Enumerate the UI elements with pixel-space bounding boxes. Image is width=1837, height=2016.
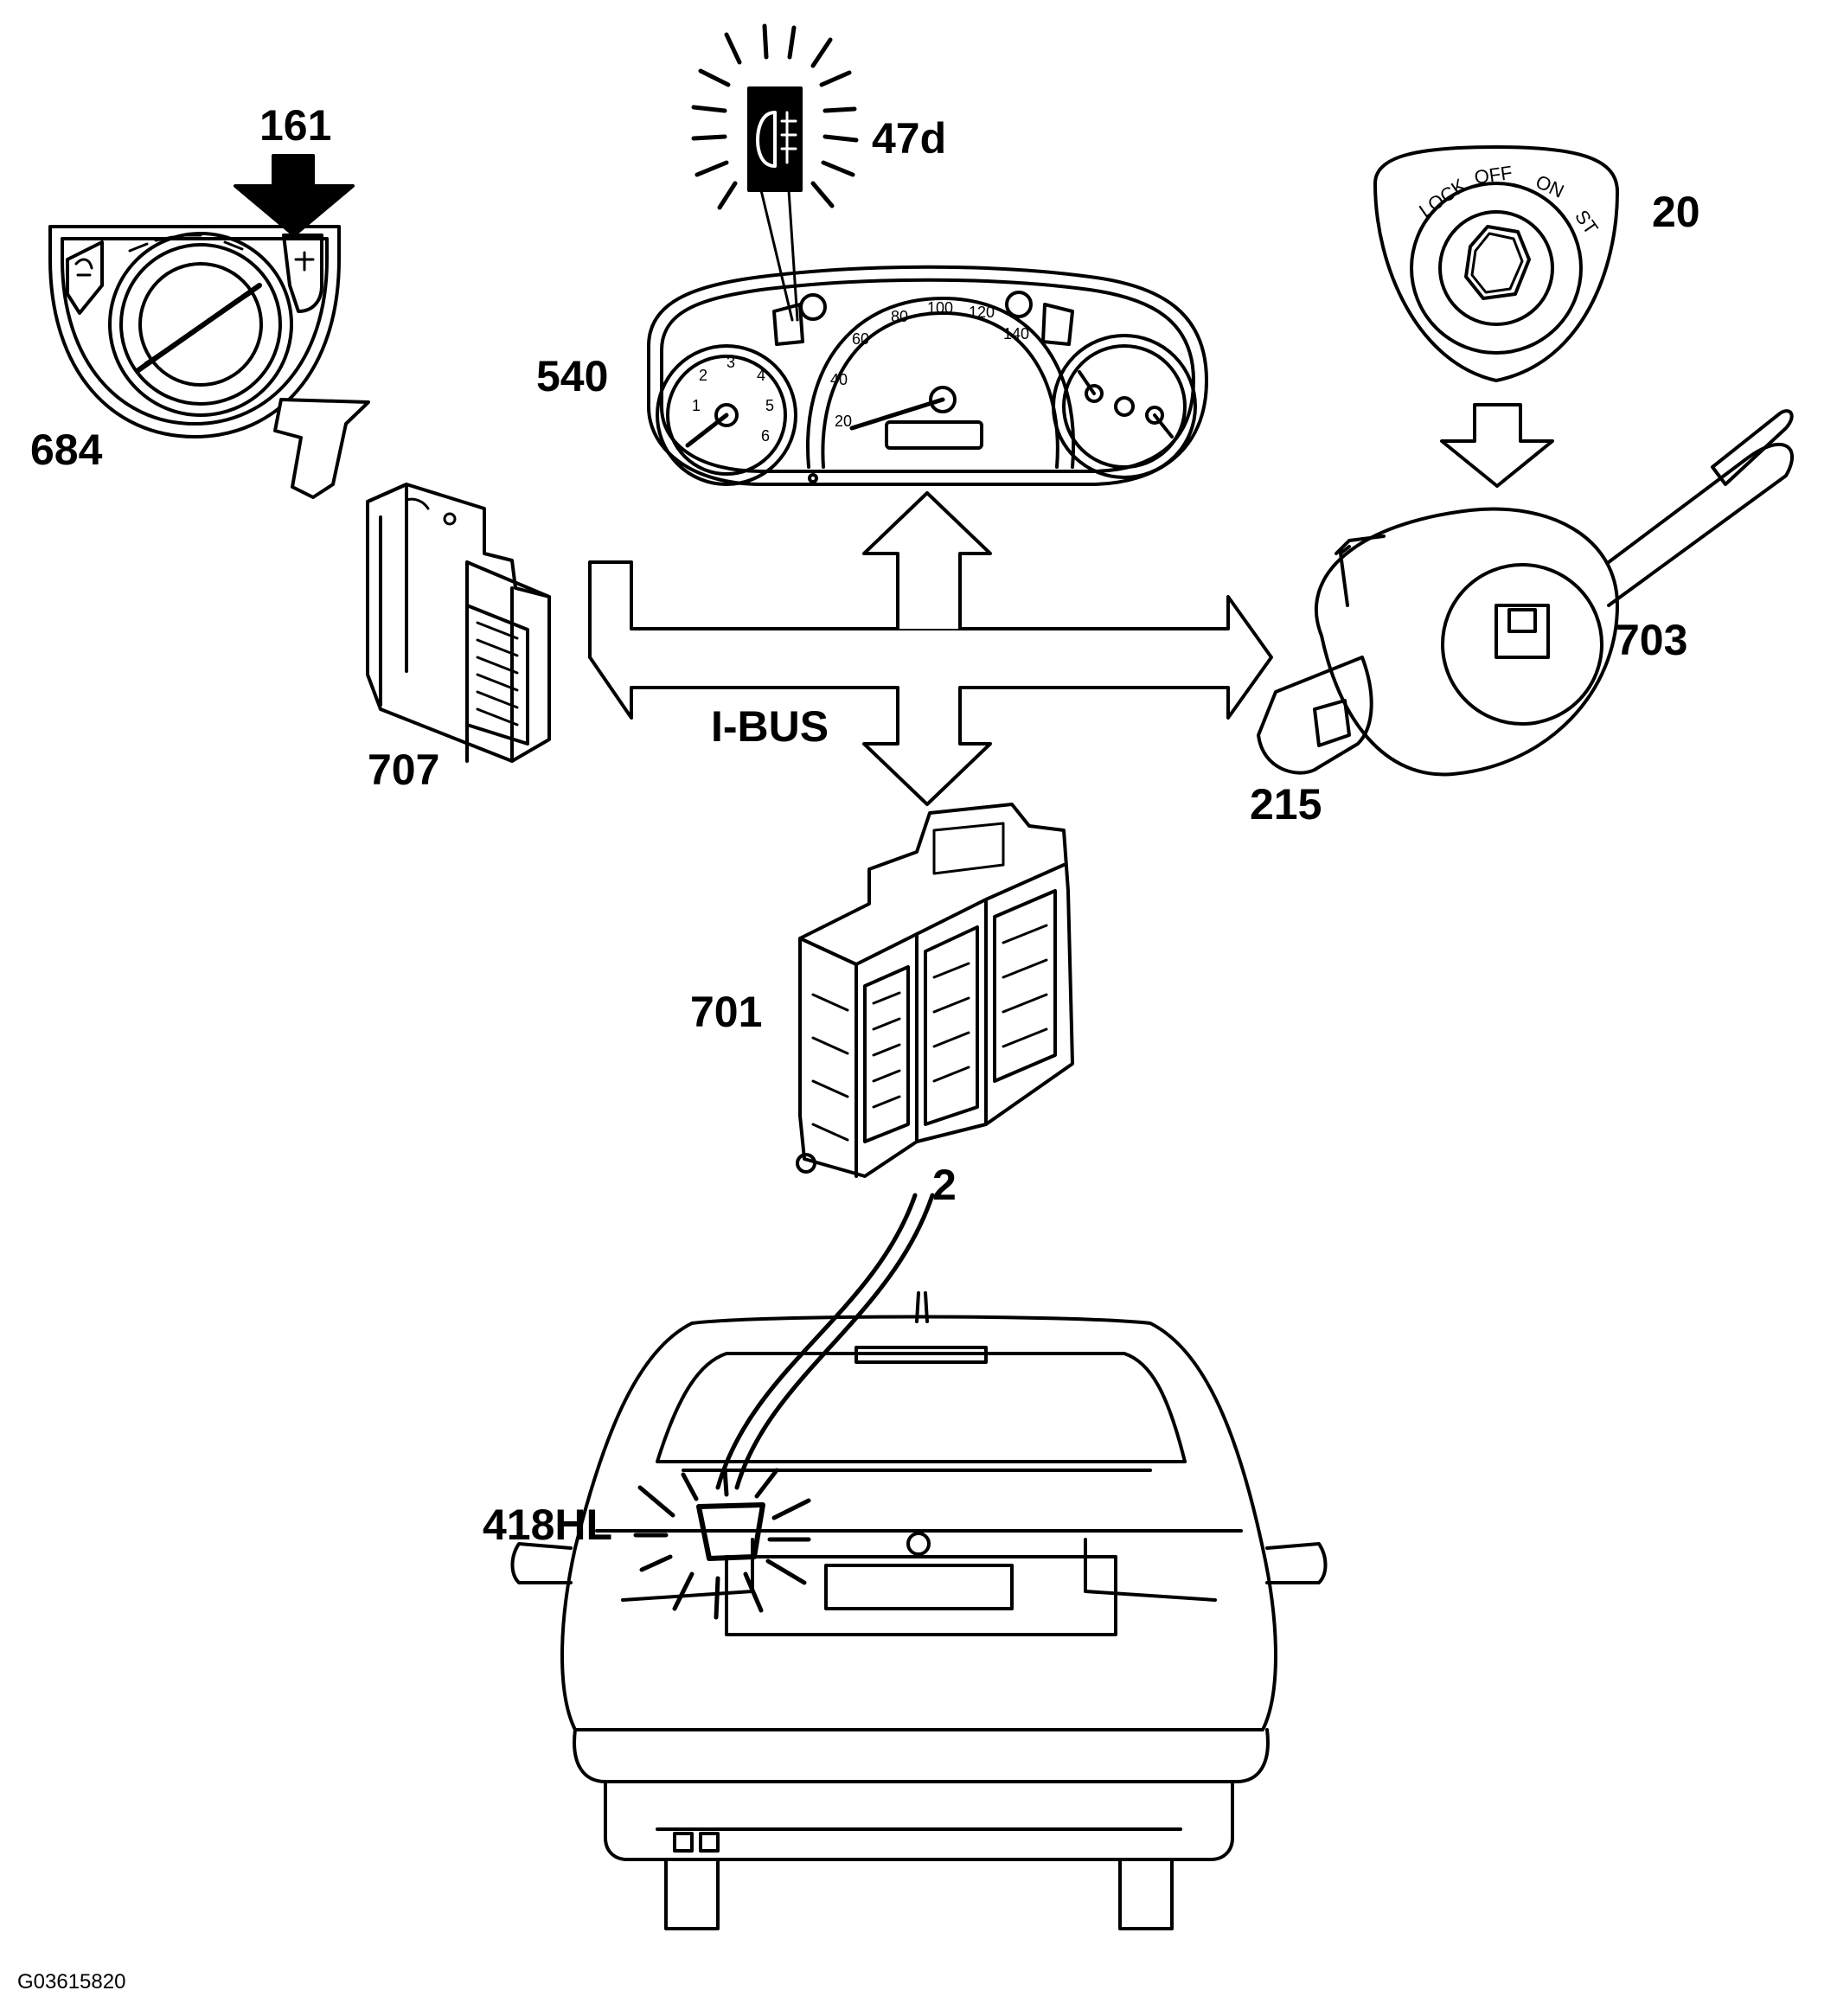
speedo-tick: 80 [891,308,908,325]
tacho-tick: 3 [726,354,735,371]
tacho-tick: 4 [757,367,765,384]
fuse-box-701 [796,803,1074,1178]
label-i-bus: I-BUS [711,702,829,751]
lamp-418hl [633,1466,811,1620]
tacho-tick: 6 [761,427,770,445]
steering-switch-703 [1257,409,1794,777]
speedo-tick: 140 [1003,325,1029,342]
label-703: 703 [1616,616,1688,664]
car-rear [510,1291,1328,1930]
cluster-scale-text: 20 40 60 80 100 120 140 1 2 3 4 5 6 [692,299,1029,445]
label-161: 161 [259,101,332,150]
i-bus-arrows [588,560,1273,806]
speedo-tick: 120 [969,304,995,321]
wire-2 [715,1193,918,1490]
label-684: 684 [30,426,103,474]
label-701: 701 [690,988,763,1036]
ignition-switch-20 [1373,145,1619,382]
module-707 [366,483,551,763]
ignition-pos-off: OFF [1473,162,1514,189]
instrument-cluster-540 [647,265,1208,486]
warning-lamp-47d [691,23,859,322]
speedo-tick: 20 [835,413,852,430]
tacho-tick: 1 [692,397,701,414]
label-215: 215 [1250,780,1322,829]
speedo-tick: 60 [852,330,869,348]
ignition-position-text: LOCK OFF ON ST [1415,162,1603,239]
speedo-tick: 40 [830,371,848,388]
label-20: 20 [1652,188,1700,236]
arrow-20-to-703 [1440,403,1554,488]
tacho-tick: 5 [765,397,774,414]
label-418hl: 418HL [483,1501,613,1549]
tacho-tick: 2 [699,367,707,384]
label-707: 707 [368,746,440,794]
ignition-pos-on: ON [1533,170,1567,202]
label-wire-2: 2 [932,1161,957,1209]
arrow-684-to-707 [273,398,370,499]
ignition-pos-lock: LOCK [1415,174,1470,221]
light-switch-684 [48,225,341,438]
figure-id: G03615820 [17,1970,126,1994]
label-540: 540 [536,352,609,400]
arrow-161 [234,154,355,237]
label-47d: 47d [872,114,947,163]
speedo-tick: 100 [927,299,953,317]
